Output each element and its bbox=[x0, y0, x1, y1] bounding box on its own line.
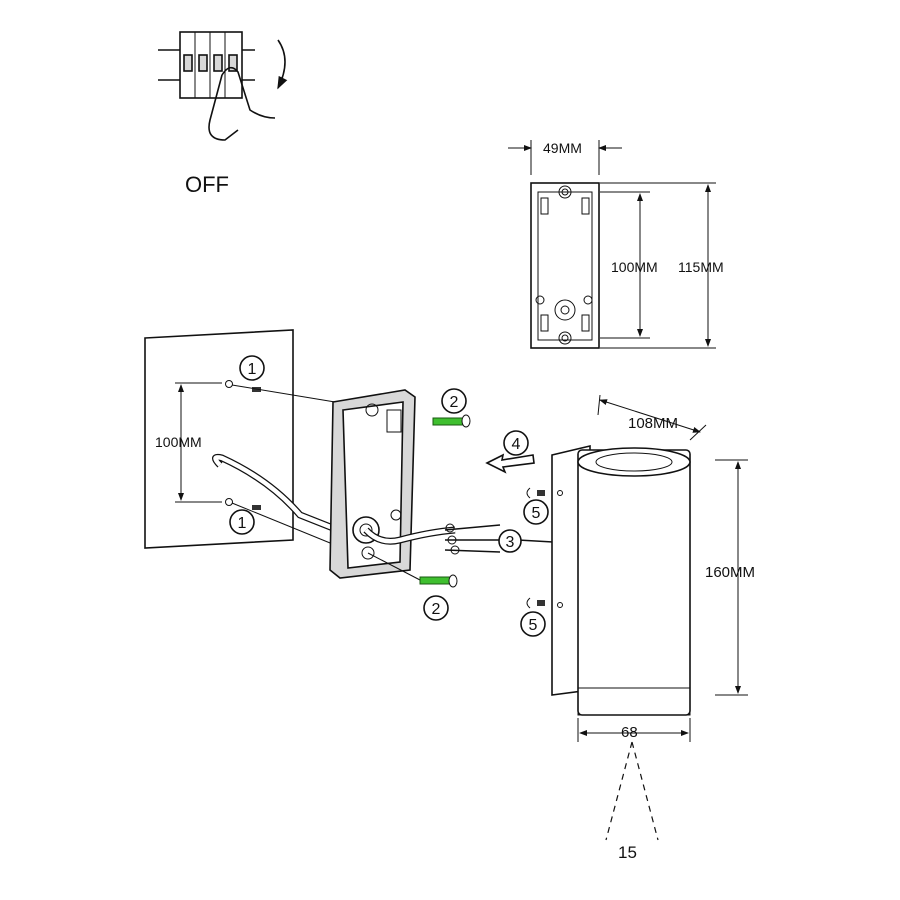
off-label: OFF bbox=[185, 172, 229, 197]
step-marker-5b: 5 bbox=[520, 611, 546, 637]
step-number: 5 bbox=[532, 505, 541, 522]
screw-icon bbox=[432, 414, 471, 428]
wall-hole-spacing-label: 100MM bbox=[155, 434, 202, 450]
step-marker-1b: 1 bbox=[229, 509, 255, 535]
mounting-plate bbox=[329, 389, 456, 581]
step-number: 2 bbox=[432, 601, 441, 618]
plate-outer-height-label: 115MM bbox=[678, 259, 724, 275]
plate-width-label: 49MM bbox=[543, 140, 582, 156]
screw-icon bbox=[419, 574, 458, 588]
step-number: 2 bbox=[450, 394, 459, 411]
step-number: 4 bbox=[512, 436, 521, 453]
step-marker-1a: 1 bbox=[239, 355, 265, 381]
wall-lamp bbox=[526, 394, 748, 841]
wire-connectors bbox=[444, 523, 554, 555]
step-marker-2b: 2 bbox=[423, 595, 449, 621]
lamp-diameter-label: 68 bbox=[621, 724, 638, 741]
step-number: 1 bbox=[238, 515, 247, 532]
beam-angle-label: 15 bbox=[618, 843, 637, 862]
step-marker-3: 3 bbox=[498, 529, 522, 553]
lamp-depth-label: 108MM bbox=[628, 415, 678, 432]
step-number: 3 bbox=[506, 534, 515, 551]
step-marker-5a: 5 bbox=[523, 499, 549, 525]
lamp-height-label: 160MM bbox=[705, 564, 755, 581]
step-number: 5 bbox=[529, 617, 538, 634]
mounting-plate-top-view bbox=[508, 140, 716, 349]
wall-panel bbox=[144, 329, 340, 549]
step-marker-4: 4 bbox=[503, 430, 529, 456]
direction-arrow-icon bbox=[485, 453, 535, 474]
plate-inner-height-label: 100MM bbox=[611, 259, 658, 275]
circuit-breaker-icon bbox=[158, 31, 288, 141]
step-marker-2a: 2 bbox=[441, 388, 467, 414]
step-number: 1 bbox=[248, 361, 257, 378]
